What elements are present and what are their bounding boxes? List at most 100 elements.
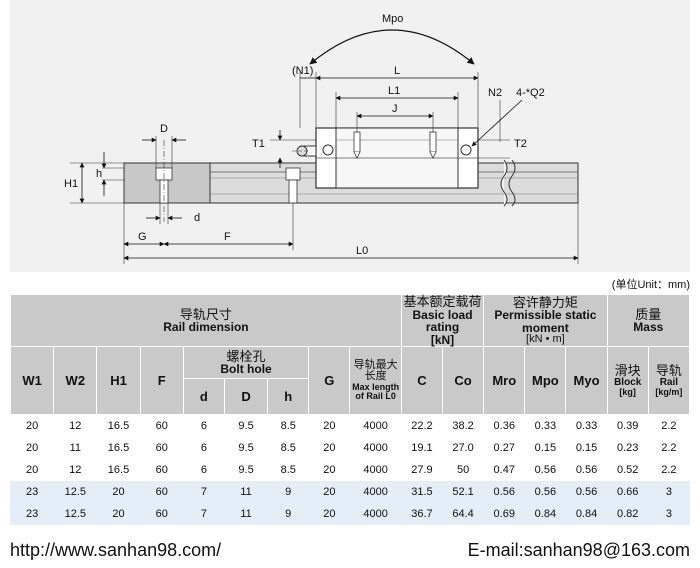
table-cell: 0.82 [606, 502, 649, 526]
table-cell: 9.5 [223, 414, 269, 438]
rail-technical-drawing: Mpo (N1) L L1 J N2 4-*Q2 T1 [64, 13, 579, 264]
header-rail-mass: 导轨 Rail [kg/m] [647, 346, 691, 416]
rail-break-mark [500, 159, 516, 207]
table-cell: 2.2 [647, 458, 691, 482]
footer-email[interactable]: E-mail:sanhan98@163.com [467, 540, 690, 560]
table-cell: 6 [182, 414, 225, 438]
table-cell: 0.39 [606, 414, 649, 438]
table-cell: 20 [9, 436, 55, 460]
table-cell: 0.56 [524, 480, 567, 504]
header-w1: W1 [9, 346, 55, 416]
d-upper-label: D [160, 123, 168, 135]
table-cell: 2.2 [647, 436, 691, 460]
table-cell: 0.84 [524, 502, 567, 526]
table-cell: 20 [96, 502, 141, 526]
table-cell: 9.5 [223, 436, 269, 460]
table-cell: 12.5 [53, 502, 98, 526]
table-cell: 60 [139, 414, 184, 438]
q2-label: 4-*Q2 [516, 87, 545, 99]
thickness-dimensions: T1 T2 [252, 130, 527, 168]
table-cell: 22.2 [400, 414, 444, 438]
table-cell: 9 [267, 502, 310, 526]
table-cell: 0.84 [565, 502, 608, 526]
table-cell: 23 [9, 502, 55, 526]
table-cell: 8.5 [267, 414, 310, 438]
table-cell: 4000 [349, 502, 402, 526]
header-static-moment: 容许静力矩 Permissible static moment [kN • m] [483, 293, 608, 348]
table-cell: 16.5 [96, 436, 141, 460]
bolt-hole-dimensions: D d [142, 123, 200, 224]
header-g: G [308, 346, 351, 416]
header-basic-load-rating: 基本额定载荷 Basic load rating [kN] [400, 293, 485, 348]
table-cell: 20 [9, 414, 55, 438]
table-cell: 0.52 [606, 458, 649, 482]
n2-label: N2 [488, 87, 502, 99]
table-cell: 0.36 [483, 414, 526, 438]
g-label: G [138, 231, 147, 243]
table-cell: 11 [223, 502, 269, 526]
table-cell: 50 [442, 458, 485, 482]
table-cell: 7 [182, 502, 225, 526]
header-myo: Myo [565, 346, 608, 416]
table-cell: 20 [96, 480, 141, 504]
table-cell: 23 [9, 480, 55, 504]
table-cell: 20 [308, 414, 351, 438]
table-cell: 38.2 [442, 414, 485, 438]
table-cell: 4000 [349, 436, 402, 460]
l0-label: L0 [356, 245, 368, 257]
n1-label: (N1) [292, 65, 313, 77]
table-cell: 0.66 [606, 480, 649, 504]
d-lower-label: d [194, 212, 200, 224]
header-co: Co [442, 346, 485, 416]
header-bolt-d: d [182, 378, 225, 416]
table-cell: 0.69 [483, 502, 526, 526]
header-block-mass: 滑块 Block [kg] [606, 346, 649, 416]
j-label: J [392, 103, 398, 115]
f-label: F [224, 231, 231, 243]
table-cell: 9.5 [223, 458, 269, 482]
header-c: C [400, 346, 444, 416]
header-mro: Mro [483, 346, 526, 416]
table-cell: 11 [223, 480, 269, 504]
table-cell: 20 [308, 458, 351, 482]
length-dimensions: (N1) L L1 J N2 4-*Q2 [292, 65, 545, 147]
header-w2: W2 [53, 346, 98, 416]
header-h1: H1 [96, 346, 141, 416]
table-cell: 0.15 [565, 436, 608, 460]
table-cell: 60 [139, 436, 184, 460]
table-cell: 0.15 [524, 436, 567, 460]
table-cell: 6 [182, 436, 225, 460]
table-cell: 0.23 [606, 436, 649, 460]
table-cell: 12 [53, 458, 98, 482]
table-cell: 0.27 [483, 436, 526, 460]
table-cell: 36.7 [400, 502, 444, 526]
mpo-label: Mpo [382, 13, 403, 25]
l-label: L [394, 65, 400, 77]
table-cell: 52.1 [442, 480, 485, 504]
l1-label: L1 [388, 85, 400, 97]
table-cell: 4000 [349, 480, 402, 504]
table-cell: 20 [308, 502, 351, 526]
header-max-length: 导轨最大长度 Max length of Rail L0 [349, 346, 402, 416]
height-dimensions: H1 h [64, 152, 124, 204]
footer-website-url[interactable]: http://www.sanhan98.com/ [10, 540, 222, 560]
table-cell: 12 [53, 414, 98, 438]
rail-spec-table: 导轨尺寸 Rail dimension 基本额定载荷 Basic load ra… [9, 293, 691, 526]
table-cell: 20 [308, 480, 351, 504]
table-cell: 2.2 [647, 414, 691, 438]
table-cell: 60 [139, 502, 184, 526]
header-mpo: Mpo [524, 346, 567, 416]
rail-end-section [123, 140, 211, 222]
header-bolt-hole: 螺栓孔 Bolt hole [182, 346, 310, 380]
table-cell: 20 [9, 458, 55, 482]
table-cell: 9 [267, 480, 310, 504]
h-label: h [96, 168, 102, 180]
mpo-moment-arrow: Mpo [309, 13, 475, 65]
table-cell: 60 [139, 458, 184, 482]
header-rail-dimension: 导轨尺寸 Rail dimension [10, 293, 402, 348]
t1-label: T1 [252, 138, 265, 150]
